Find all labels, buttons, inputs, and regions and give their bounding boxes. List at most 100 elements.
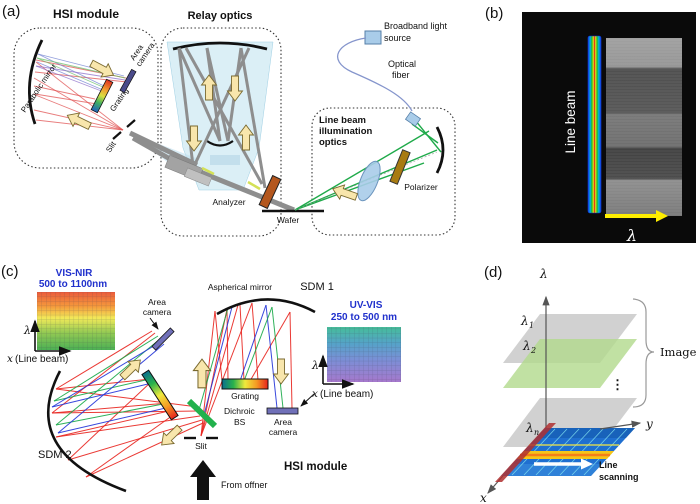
slit-c-label: Slit <box>195 441 207 451</box>
parabolic-mirror <box>28 39 44 125</box>
broadband-label1: Broadband light <box>384 21 448 31</box>
visnir-title: VIS-NIR <box>56 268 93 279</box>
area-camera-cr <box>266 407 299 415</box>
broadband-label2: source <box>384 33 411 43</box>
sdm2-label: SDM 2 <box>38 449 72 461</box>
sdm2-mirror <box>46 370 127 493</box>
grating-cr-label: Grating <box>231 391 259 401</box>
illum-title1: Line beam <box>319 115 366 126</box>
area-camera-cl-pointer <box>149 317 159 330</box>
aspherical-mirror-label: Aspherical mirror <box>208 282 272 292</box>
beam-arrow <box>119 359 141 381</box>
uvvis-lambda-label: λ <box>311 359 319 372</box>
x-axis-label: x <box>480 491 487 504</box>
scan-heatmap <box>495 423 635 482</box>
relay-fold-mirror <box>206 140 234 147</box>
visnir-lambda-label: λ <box>23 324 31 337</box>
intensity-bands-texture <box>606 38 682 216</box>
grating-a <box>90 78 114 114</box>
dichroic-bs <box>186 398 218 429</box>
area-camera-a <box>119 68 137 94</box>
wafer-label: Wafer <box>277 215 300 225</box>
image-brace <box>632 298 655 408</box>
cylindrical-lens <box>357 160 381 202</box>
y-axis <box>599 420 642 430</box>
from-offner-label: From offner <box>221 480 267 490</box>
beam-arrow <box>331 184 359 201</box>
sdm2-beams <box>51 330 204 478</box>
aspherical-mirror <box>216 298 316 316</box>
panel-a-tag: (a) <box>2 3 20 20</box>
visnir-heatmap-grid <box>37 292 115 350</box>
panel-b-tag: (b) <box>485 5 503 22</box>
broadband-source <box>364 30 382 45</box>
area-camera-cl <box>151 327 175 351</box>
beam-arrow <box>185 125 203 152</box>
beam-arrow <box>272 358 290 385</box>
hsi-module-box <box>13 27 159 169</box>
grating-cr <box>221 378 269 390</box>
analyzer-label: Analyzer <box>212 197 245 207</box>
lambda1-label: λ <box>520 314 529 328</box>
beam-arrow <box>161 424 183 446</box>
fiber-connector <box>404 111 422 127</box>
dichroic-label2: BS <box>234 417 246 427</box>
scan-line-stripe <box>495 423 556 482</box>
uvvis-heatmap-grid <box>327 327 401 382</box>
panel-a: (a) HSI module Relay optics Parabolic mi… <box>2 3 456 237</box>
grating-cl <box>141 369 179 421</box>
illum-curved-mirror <box>435 126 445 174</box>
panel-b: (b) Line beam λ <box>485 5 696 245</box>
uvvis-axes <box>318 354 355 389</box>
uvvis-x-label: x <box>312 388 318 400</box>
sdm1-beams <box>198 302 293 437</box>
area-camera-cl-label1: Area <box>148 297 166 307</box>
line-beam-label: Line beam <box>563 90 578 153</box>
y-axis-label: y <box>645 417 653 431</box>
line-scanning-arrow <box>534 458 593 470</box>
hsi-module-title: HSI module <box>53 7 119 21</box>
beam-arrow <box>200 74 218 101</box>
relay-optics-box <box>160 27 282 237</box>
panel-c: (c) VIS-NIR 500 to 1100nm λ x (Line beam… <box>1 263 401 500</box>
hsi-module-c-label: HSI module <box>284 461 347 473</box>
lambdan-label: λ <box>525 421 534 435</box>
area-camera-cl-label2: camera <box>143 307 172 317</box>
line-beam-stripe <box>587 35 602 214</box>
fold-mirror-assembly <box>164 154 261 191</box>
image-label: Image <box>660 345 697 359</box>
fiber-label1: Optical <box>388 59 416 69</box>
uvvis-x-rest: (Line beam) <box>320 389 373 400</box>
hsi-rays <box>32 53 128 131</box>
line-scanning-label2: scanning <box>599 472 639 482</box>
panel-d: (d) λ λ 1 λ 2 λ n ⋮ y x Line s <box>480 264 697 504</box>
grating-a-label: Grating <box>108 86 130 113</box>
illumination-optics-box <box>311 107 456 236</box>
lambda-arrow <box>605 210 668 222</box>
from-offner-arrow <box>190 460 216 500</box>
dichroic-label1: Dichroic <box>224 406 255 416</box>
slit-a <box>112 119 136 140</box>
lambda-label-b: λ <box>626 226 637 245</box>
panel-c-tag: (c) <box>1 263 19 280</box>
relay-top-mirror <box>172 41 268 51</box>
lambda2-sub: 2 <box>530 346 536 355</box>
sdm1-label: SDM 1 <box>300 281 334 293</box>
slit-a-label: Slit <box>104 139 118 154</box>
panel-d-tag: (d) <box>484 264 502 281</box>
beam-arrow <box>89 59 115 78</box>
area-camera-cr-label1: Area <box>274 417 292 427</box>
analyzer <box>258 174 282 210</box>
visnir-axes <box>30 319 72 356</box>
uvvis-range: 250 to 500 nm <box>331 312 397 323</box>
lambda1-sub: 1 <box>529 321 534 330</box>
area-camera-cr-pointer <box>300 393 315 407</box>
lambda-axis-label: λ <box>539 267 548 281</box>
plane-dots: ⋮ <box>611 377 624 392</box>
beam-arrow <box>237 124 255 151</box>
parabolic-mirror-label: Parabolic mirror <box>19 62 58 114</box>
lambda2-label: λ <box>522 339 531 353</box>
area-camera-cr-label2: camera <box>269 427 298 437</box>
visnir-x-rest: (Line beam) <box>15 354 68 365</box>
optical-fiber <box>337 37 413 112</box>
